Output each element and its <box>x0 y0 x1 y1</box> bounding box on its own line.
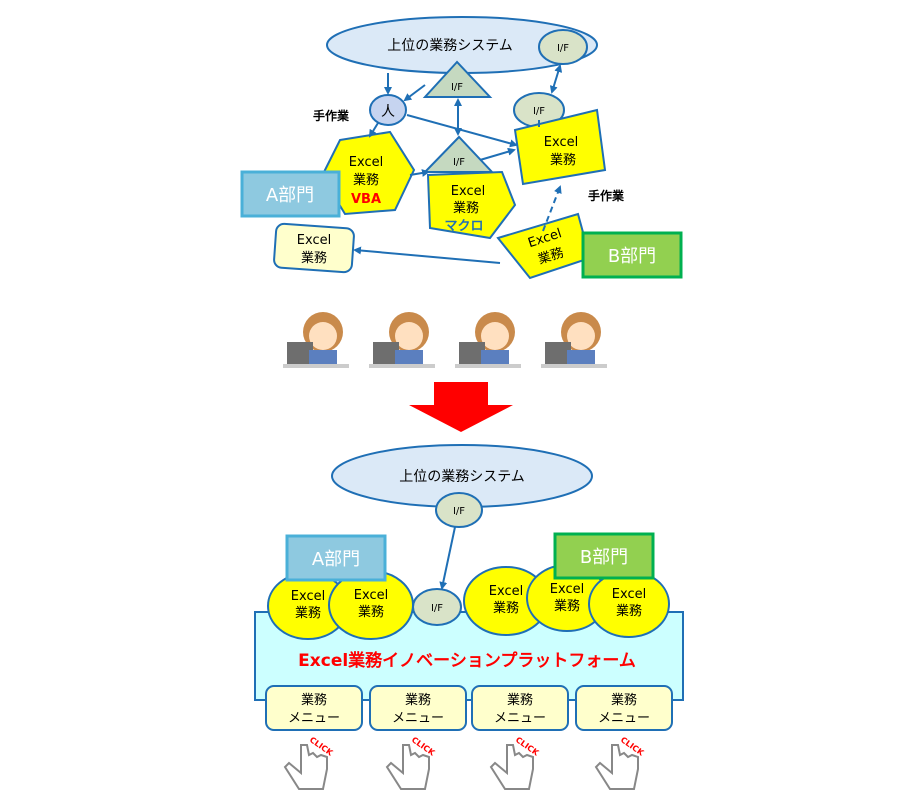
gyomu-label: 業務 <box>353 172 379 188</box>
upper-system-label: 上位の業務システム <box>387 38 513 54</box>
if-label: I/F <box>453 157 465 168</box>
excel-label: Excel <box>544 135 578 150</box>
workers-illustration <box>283 312 607 368</box>
dept-b-label: B部門 <box>580 547 628 568</box>
excel-right-shape <box>513 108 607 186</box>
excel-label: Excel <box>550 582 584 597</box>
if-triangle-upper <box>422 60 493 98</box>
menu-button-2[interactable]: 業務 メニュー <box>369 685 467 731</box>
if-triangle-middle <box>422 135 495 173</box>
worker-figure <box>455 312 521 368</box>
excel-label: Excel <box>489 584 523 599</box>
gyomu-label: 業務 <box>550 152 576 168</box>
excel-label: Excel <box>291 589 325 604</box>
excel-circle: Excel 業務 <box>328 570 414 640</box>
top-diagram: 上位の業務システム I/F I/F 人 I/F I/F 手作業 手作業 Exce… <box>240 16 683 368</box>
excel-circle: Excel 業務 <box>526 564 608 632</box>
excel-circle: Excel 業務 <box>463 566 549 636</box>
manual-work-label-right: 手作業 <box>588 188 625 203</box>
excel-circle: Excel 業務 <box>588 570 670 638</box>
excel-label: Excel <box>451 184 485 199</box>
menu-line1: 業務 <box>301 692 327 708</box>
macro-label: マクロ <box>444 219 483 234</box>
worker-figure <box>369 312 435 368</box>
if-node-lower <box>412 588 462 626</box>
if-label: I/F <box>431 603 443 614</box>
bottom-diagram: 上位の業務システム I/F Excel業務イノベーションプラットフォーム Exc… <box>254 444 684 790</box>
if-node-upper <box>435 492 483 528</box>
if-label: I/F <box>451 82 463 93</box>
excel-bottom-left-shape <box>273 222 355 274</box>
excel-label: Excel <box>297 233 331 248</box>
gyomu-label: 業務 <box>616 603 642 619</box>
menu-line1: 業務 <box>611 692 637 708</box>
excel-label: Excel <box>354 588 388 603</box>
hand-pointer-icon: CLICK <box>385 735 437 790</box>
gyomu-label: 業務 <box>536 245 566 268</box>
dept-a-box <box>240 170 341 218</box>
gyomu-label: 業務 <box>453 200 479 216</box>
if-label: I/F <box>453 506 465 517</box>
gyomu-label: 業務 <box>358 604 384 620</box>
menu-line1: 業務 <box>405 692 431 708</box>
menu-line2: メニュー <box>598 711 650 726</box>
dept-b-label: B部門 <box>608 246 656 267</box>
flow-arrows <box>353 64 563 264</box>
menu-line1: 業務 <box>507 692 533 708</box>
gyomu-label: 業務 <box>295 605 321 621</box>
if-connector-arrow <box>439 526 456 590</box>
hand-pointer-icon: CLICK <box>489 735 541 790</box>
manual-work-label-left: 手作業 <box>313 108 350 123</box>
if-label: I/F <box>533 106 545 117</box>
menu-line2: メニュー <box>494 711 546 726</box>
upper-system-label: 上位の業務システム <box>399 469 525 485</box>
menu-button-1[interactable]: 業務 メニュー <box>265 685 363 731</box>
person-node <box>369 94 407 126</box>
dept-a-label: A部門 <box>266 185 314 206</box>
excel-macro-shape <box>426 170 517 240</box>
gyomu-label: 業務 <box>554 598 580 614</box>
gyomu-label: 業務 <box>493 600 519 616</box>
menu-button-4[interactable]: 業務 メニュー <box>575 685 673 731</box>
hand-pointer-icon: CLICK <box>594 735 646 790</box>
platform-title: Excel業務イノベーションプラットフォーム <box>298 650 636 671</box>
transition-arrow <box>409 382 513 432</box>
menu-line2: メニュー <box>392 711 444 726</box>
dept-b-box <box>553 532 655 580</box>
person-label: 人 <box>381 104 395 120</box>
if-node-top-right <box>538 29 588 65</box>
if-label: I/F <box>557 43 569 54</box>
menu-line2: メニュー <box>288 711 340 726</box>
dept-a-box <box>285 534 387 582</box>
hand-pointer-icon: CLICK <box>283 735 335 790</box>
worker-figure <box>283 312 349 368</box>
excel-label: Excel <box>349 155 383 170</box>
excel-label: Excel <box>612 587 646 602</box>
menu-button-3[interactable]: 業務 メニュー <box>471 685 569 731</box>
worker-figure <box>541 312 607 368</box>
vba-label: VBA <box>351 192 381 207</box>
gyomu-label: 業務 <box>301 250 327 266</box>
dept-b-box <box>581 231 683 279</box>
dept-a-label: A部門 <box>312 549 360 570</box>
